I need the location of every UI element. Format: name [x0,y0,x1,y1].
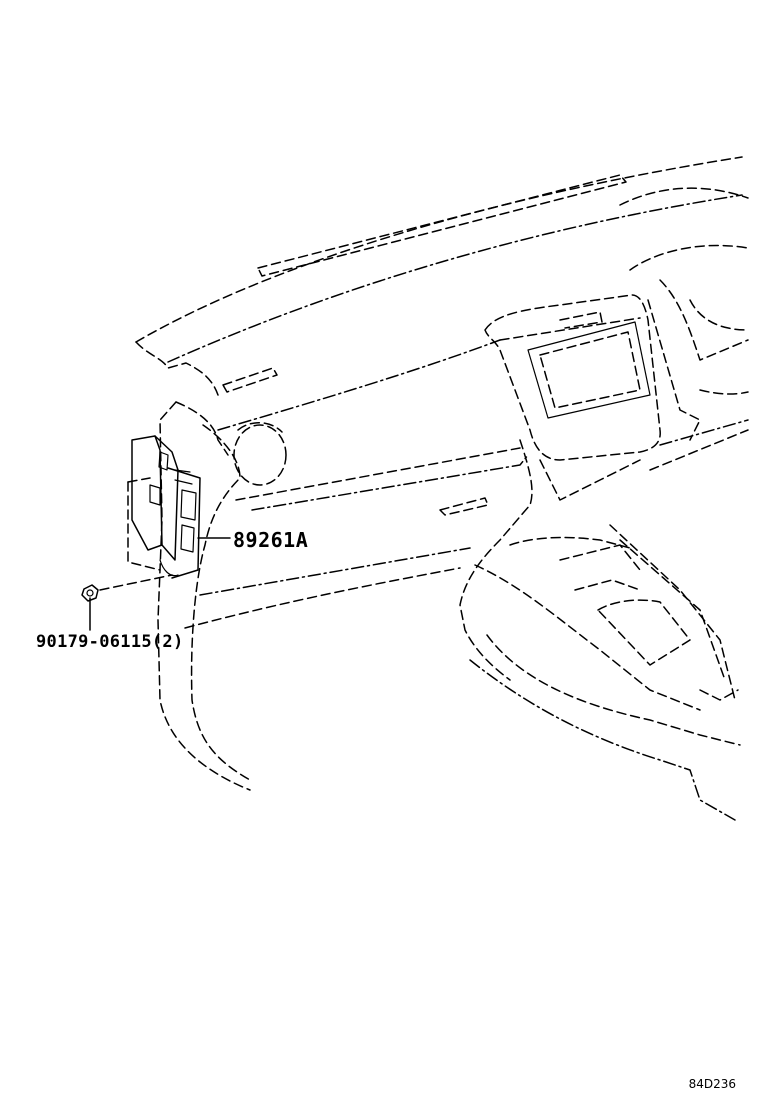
dashboard-top-outline [135,156,749,396]
nut-90179-06115 [81,584,99,602]
part-number-89261a: 89261A [233,528,309,552]
center-console [459,439,741,821]
right-dash-edge [649,279,749,471]
figure-code: 84D236 [688,1077,736,1091]
dashboard-left-edge [157,401,251,791]
control-module-89261a [131,435,201,579]
air-vent-left [233,422,287,486]
part-number-90179-06115: 90179-06115(2) [36,632,184,652]
leader-lines [89,477,231,631]
center-display-bezel [484,294,701,461]
dashboard-mid-panel [184,339,529,629]
